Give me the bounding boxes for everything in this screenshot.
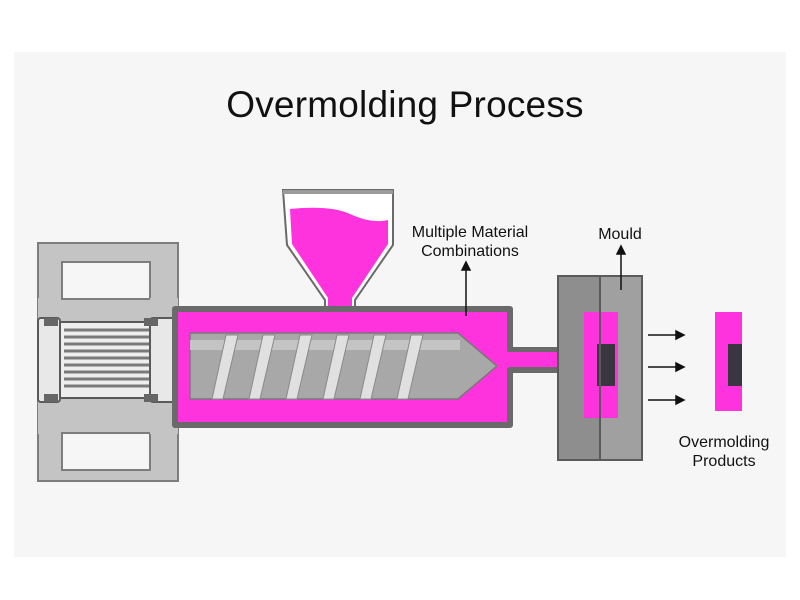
materials-label: Multiple Material Combinations — [396, 223, 544, 261]
page-title: Overmolding Process — [226, 84, 584, 125]
mould — [557, 275, 643, 461]
materials-label-line1: Multiple Material — [411, 224, 529, 241]
ejection-arrows — [648, 329, 686, 406]
injection-screw — [189, 332, 499, 400]
products-label: Overmolding Products — [668, 433, 780, 471]
label-pointers — [460, 244, 627, 316]
drive-roller — [37, 317, 175, 403]
products-label-line1: Overmolding — [678, 434, 770, 451]
materials-label-line2: Combinations — [421, 243, 519, 260]
overmolded-product — [715, 312, 742, 411]
mould-label: Mould — [598, 226, 642, 243]
material-hopper — [281, 189, 394, 314]
products-label-line2: Products — [692, 453, 756, 470]
